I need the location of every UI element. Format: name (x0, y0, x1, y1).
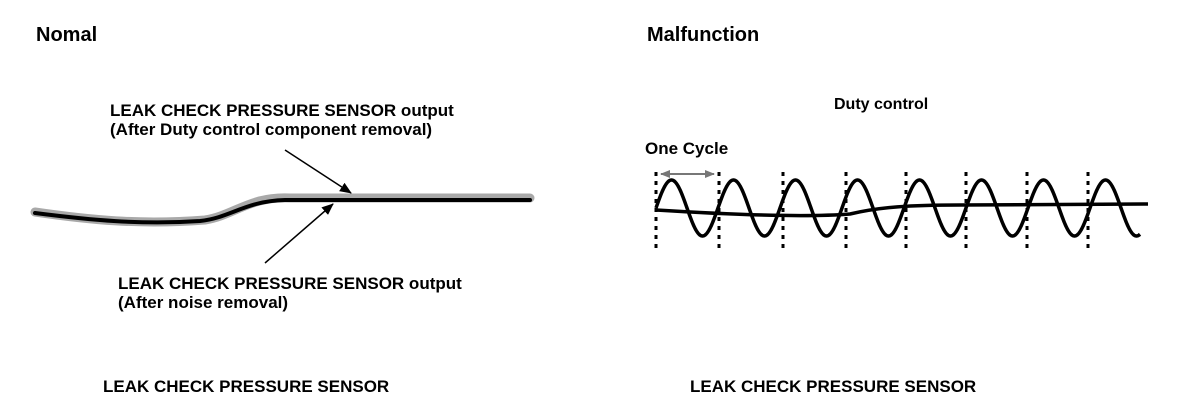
malfunction-title: Malfunction (647, 24, 760, 46)
duty-control-label: Duty control (834, 96, 929, 113)
pointer-arrow-bottom (264, 203, 334, 264)
label-bottom-line1: LEAK CHECK PRESSURE SENSOR output (118, 274, 462, 293)
duty-control-sine-wave (654, 178, 1142, 238)
label-top-line2: (After Duty control component removal) (110, 120, 433, 139)
sensor-baseline-trace (655, 202, 1149, 218)
label-top-line1: LEAK CHECK PRESSURE SENSOR output (110, 101, 454, 120)
normal-title: Nomal (36, 24, 98, 46)
one-cycle-label: One Cycle (645, 139, 729, 158)
sensor-output-noise-removed-trace (33, 198, 532, 225)
normal-caption: LEAK CHECK PRESSURE SENSOR (103, 377, 390, 396)
malfunction-caption: LEAK CHECK PRESSURE SENSOR (690, 377, 977, 396)
pointer-arrow-top (284, 149, 352, 194)
label-bottom-line2: (After noise removal) (118, 293, 289, 312)
